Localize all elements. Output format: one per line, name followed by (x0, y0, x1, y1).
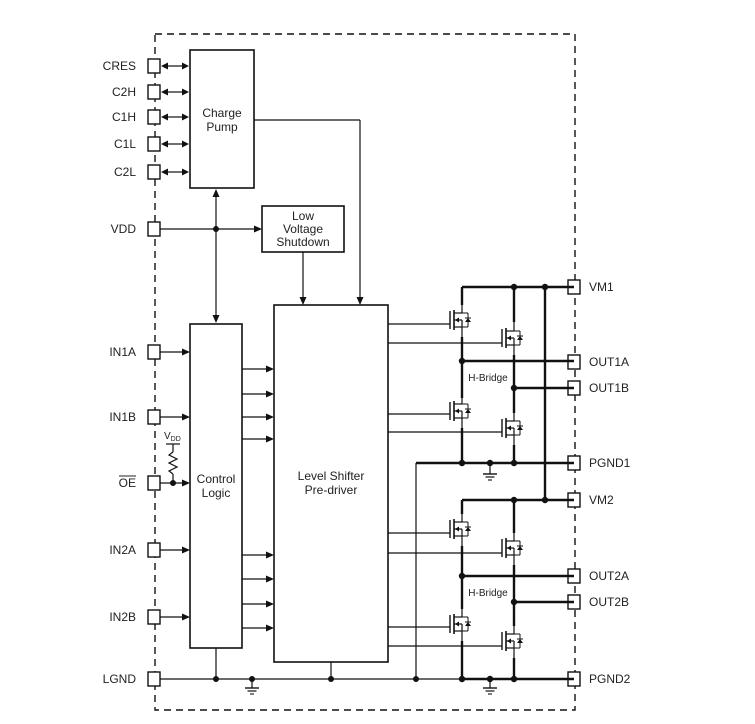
pin-in1a: IN1A (109, 344, 161, 360)
pin-label-c2h: C2H (112, 85, 136, 99)
pin-lgnd: LGND (103, 671, 161, 687)
control-logic-block: Control Logic (189, 323, 243, 649)
pin-vm1: VM1 (567, 279, 614, 295)
vdd-pullup-symbol: V (164, 431, 171, 442)
charge-pump-label-line2: Pump (206, 120, 238, 134)
pin-in2b: IN2B (109, 609, 161, 625)
pin-label-out1b: OUT1B (589, 381, 629, 395)
vdd-pullup-label: VDD (164, 431, 181, 443)
pin-label-oe: OE (119, 476, 136, 490)
h-bridge-1-label: H-Bridge (468, 373, 508, 384)
pin-out2a: OUT2A (567, 568, 629, 584)
pin-c2h: C2H (112, 84, 161, 100)
pin-cres: CRES (103, 58, 161, 74)
pin-label-out2a: OUT2A (589, 569, 629, 583)
pin-c2l: C2L (114, 164, 161, 180)
charge-pump-to-level-shifter (254, 119, 364, 305)
pin-out2b: OUT2B (567, 594, 629, 610)
control-logic-label-line1: Control (197, 472, 236, 486)
pin-out1b: OUT1B (567, 380, 629, 396)
h-bridge-2-label: H-Bridge (468, 588, 508, 599)
vm-rail-link (462, 287, 574, 504)
level-shifter-label-line1: Level Shifter (298, 469, 365, 483)
pin-label-in1b: IN1B (109, 410, 136, 424)
device-boundary (154, 33, 576, 711)
pin-c1l: C1L (114, 136, 161, 152)
pin-label-c1l: C1L (114, 137, 136, 151)
pin-label-vdd: VDD (111, 222, 137, 236)
pin-label-pgnd1: PGND1 (589, 456, 631, 470)
lvs-label-line1: Low (292, 209, 314, 223)
pin-pgnd2: PGND2 (567, 671, 631, 687)
h-bridge-2 (388, 500, 574, 695)
vdd-pullup-subscript: DD (171, 436, 181, 443)
level-shifter-label-line2: Pre-driver (305, 483, 358, 497)
logic-to-shifter-arrows (242, 365, 274, 632)
pin-out1a: OUT1A (567, 354, 629, 370)
pin-pgnd1: PGND1 (567, 455, 631, 471)
pin-oe: OE (119, 475, 161, 491)
level-shifter-block: Level Shifter Pre-driver (273, 304, 389, 663)
lvs-label-line3: Shutdown (276, 235, 329, 249)
pin-in2a: IN2A (109, 542, 161, 558)
pin-label-pgnd2: PGND2 (589, 672, 631, 686)
pin-label-in2b: IN2B (109, 610, 136, 624)
pin-c1h: C1H (112, 109, 161, 125)
pin-label-lgnd: LGND (103, 672, 137, 686)
pin-label-cres: CRES (103, 59, 136, 73)
vdd-net (160, 189, 262, 323)
pin-vm2: VM2 (567, 492, 614, 508)
charge-pump-block: Charge Pump (189, 49, 255, 189)
lvs-to-level-shifter (299, 252, 307, 305)
pin-label-in2a: IN2A (109, 543, 136, 557)
control-logic-label-line2: Logic (202, 486, 231, 500)
pin-label-vm1: VM1 (589, 280, 614, 294)
pin-label-in1a: IN1A (109, 345, 136, 359)
pin-label-c1h: C1H (112, 110, 136, 124)
pin-label-c2l: C2L (114, 165, 136, 179)
charge-pump-connections (161, 62, 189, 176)
pin-label-out2b: OUT2B (589, 595, 629, 609)
oe-pullup-resistor (166, 443, 180, 486)
lvs-label-line2: Voltage (283, 222, 323, 236)
pin-label-out1a: OUT1A (589, 355, 629, 369)
charge-pump-label-line1: Charge (202, 106, 242, 120)
pin-in1b: IN1B (109, 409, 161, 425)
pin-label-vm2: VM2 (589, 493, 614, 507)
lgnd-bus (160, 648, 462, 695)
pin-vdd: VDD (111, 221, 161, 237)
h-bridge-1 (388, 283, 574, 682)
low-voltage-shutdown-block: Low Voltage Shutdown (261, 205, 345, 253)
